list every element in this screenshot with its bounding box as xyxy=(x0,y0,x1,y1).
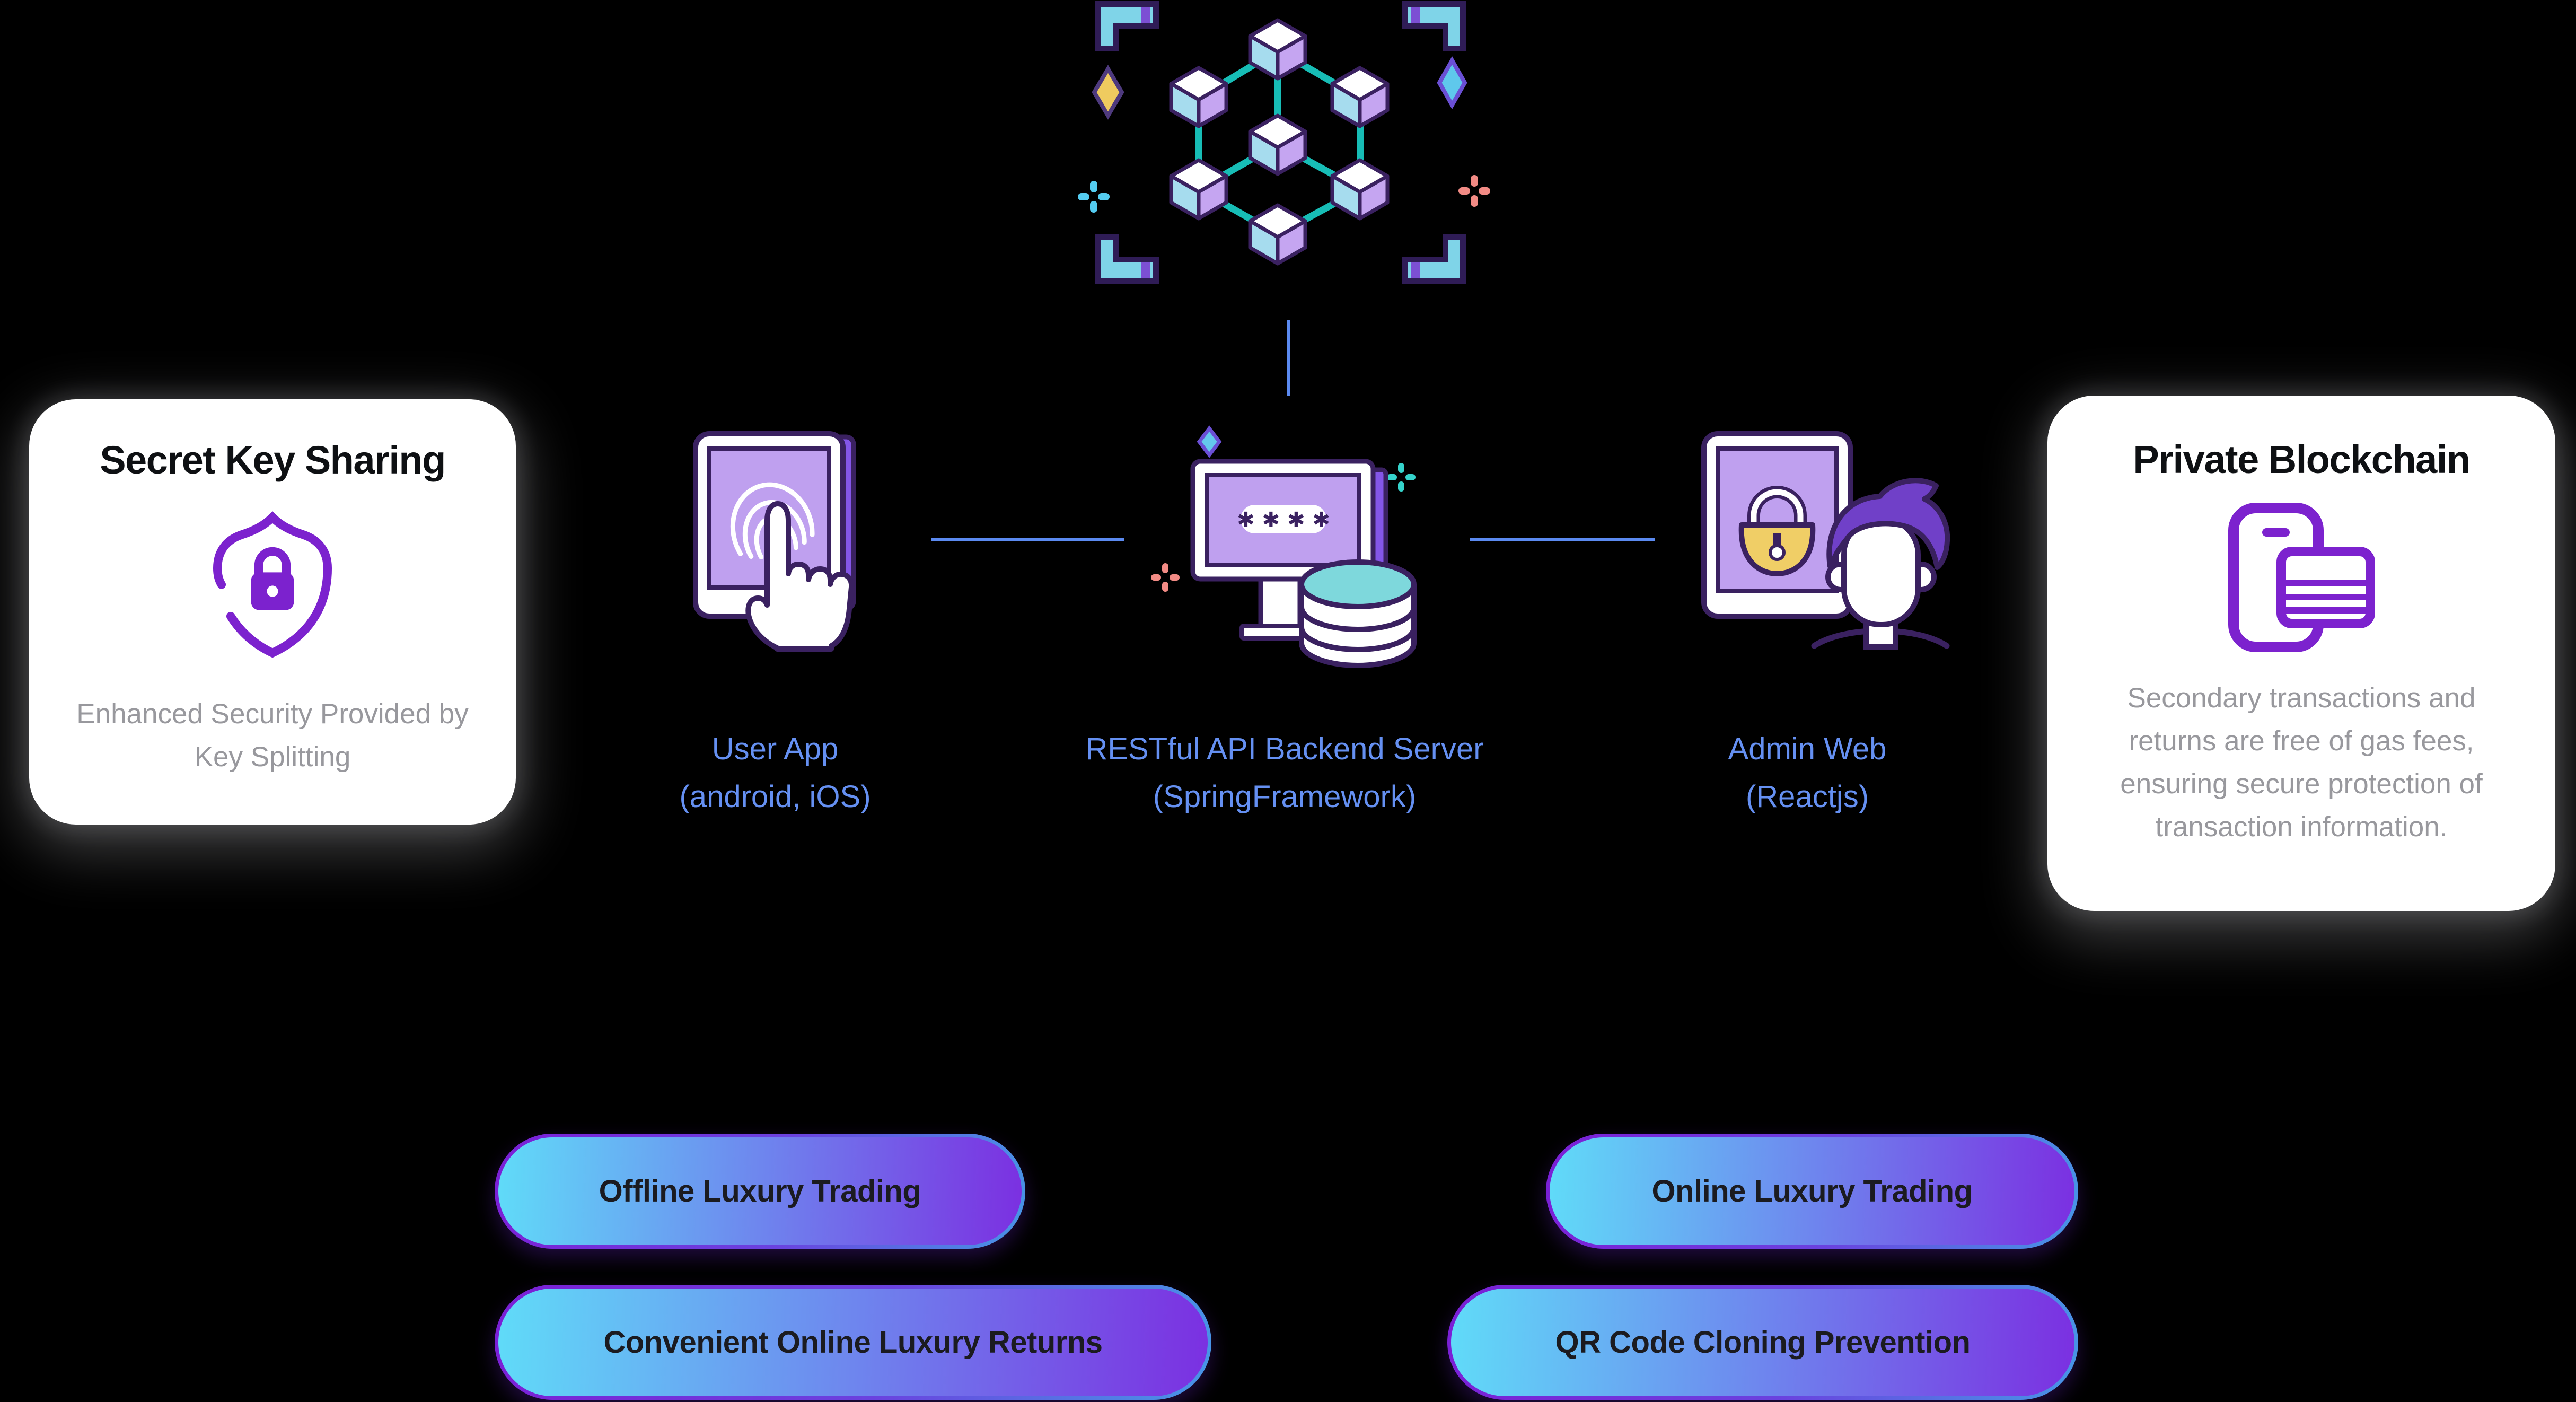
pill-inner: Convenient Online Luxury Returns xyxy=(498,1289,1208,1396)
card-desc-line: Enhanced Security Provided by xyxy=(76,698,469,730)
pill-inner: Offline Luxury Trading xyxy=(498,1137,1022,1245)
server-label-line2: (SpringFramework) xyxy=(1153,779,1417,814)
private-blockchain-card: Private Blockchain Secondary transaction… xyxy=(2047,396,2555,911)
pill-label: Convenient Online Luxury Returns xyxy=(603,1325,1103,1360)
card-title: Secret Key Sharing xyxy=(100,438,446,482)
server-label: RESTful API Backend Server (SpringFramew… xyxy=(1046,725,1523,821)
monitor-password-database-icon: ✱ ✱ ✱ ✱ xyxy=(1151,425,1417,668)
user-app-label-line1: User App xyxy=(711,732,839,766)
connector-blockchain-server xyxy=(1287,320,1290,396)
fingerprint-touch-tablet-icon xyxy=(693,431,856,652)
admin-web-label-line1: Admin Web xyxy=(1728,732,1887,766)
password-mask-text: ✱ ✱ ✱ ✱ xyxy=(1237,508,1330,532)
card-desc-line: transaction information. xyxy=(2155,811,2448,843)
blockchain-cubes xyxy=(1171,20,1387,264)
user-app-label-line2: (android, iOS) xyxy=(679,779,871,814)
cyan-diamond-icon xyxy=(1437,56,1467,110)
user-app-label: User App (android, iOS) xyxy=(563,725,987,821)
padlock-icon xyxy=(1738,486,1816,576)
salmon-sparkle-icon xyxy=(1151,563,1180,592)
card-description: Secondary transactions and returns are f… xyxy=(2120,677,2483,848)
card-desc-line: Secondary transactions and xyxy=(2127,682,2476,714)
card-title: Private Blockchain xyxy=(2133,437,2471,481)
admin-person-icon xyxy=(1811,478,1950,650)
teal-sparkle-icon xyxy=(1387,463,1416,492)
pill-convenient-online-luxury-returns: Convenient Online Luxury Returns xyxy=(495,1285,1211,1400)
card-description: Enhanced Security Provided by Key Splitt… xyxy=(76,693,469,778)
admin-web-label-line2: (Reactjs) xyxy=(1745,779,1869,814)
pill-inner: Online Luxury Trading xyxy=(1550,1137,2074,1245)
shield-lock-icon xyxy=(213,511,332,658)
server-label-line1: RESTful API Backend Server xyxy=(1085,732,1484,766)
secret-key-sharing-card: Secret Key Sharing Enhanced Security Pro… xyxy=(29,399,516,825)
pill-label: Online Luxury Trading xyxy=(1651,1174,1973,1208)
card-desc-line: returns are free of gas fees, xyxy=(2129,725,2474,757)
pill-online-luxury-trading: Online Luxury Trading xyxy=(1546,1134,2078,1249)
salmon-sparkle-icon xyxy=(1458,175,1490,207)
database-icon xyxy=(1299,559,1417,668)
cyan-sparkle-icon xyxy=(1078,181,1110,213)
connector-server-admin xyxy=(1470,538,1655,541)
pill-inner: QR Code Cloning Prevention xyxy=(1451,1289,2074,1396)
pill-qr-code-cloning-prevention: QR Code Cloning Prevention xyxy=(1447,1285,2078,1400)
admin-user-lock-tablet-icon xyxy=(1701,431,1950,650)
card-desc-line: ensuring secure protection of xyxy=(2120,768,2483,800)
phone-credit-card-icon xyxy=(2228,503,2375,652)
pill-label: Offline Luxury Trading xyxy=(599,1174,921,1208)
admin-web-label: Admin Web (Reactjs) xyxy=(1595,725,2019,821)
card-desc-line: Key Splitting xyxy=(194,741,351,773)
blockchain-network-icon xyxy=(1078,1,1490,284)
yellow-diamond-icon xyxy=(1092,65,1124,120)
connector-userapp-server xyxy=(931,538,1124,541)
pill-label: QR Code Cloning Prevention xyxy=(1555,1325,1971,1360)
blue-diamond-icon xyxy=(1197,425,1222,458)
pointing-hand-icon xyxy=(745,501,855,652)
pill-offline-luxury-trading: Offline Luxury Trading xyxy=(495,1134,1025,1249)
